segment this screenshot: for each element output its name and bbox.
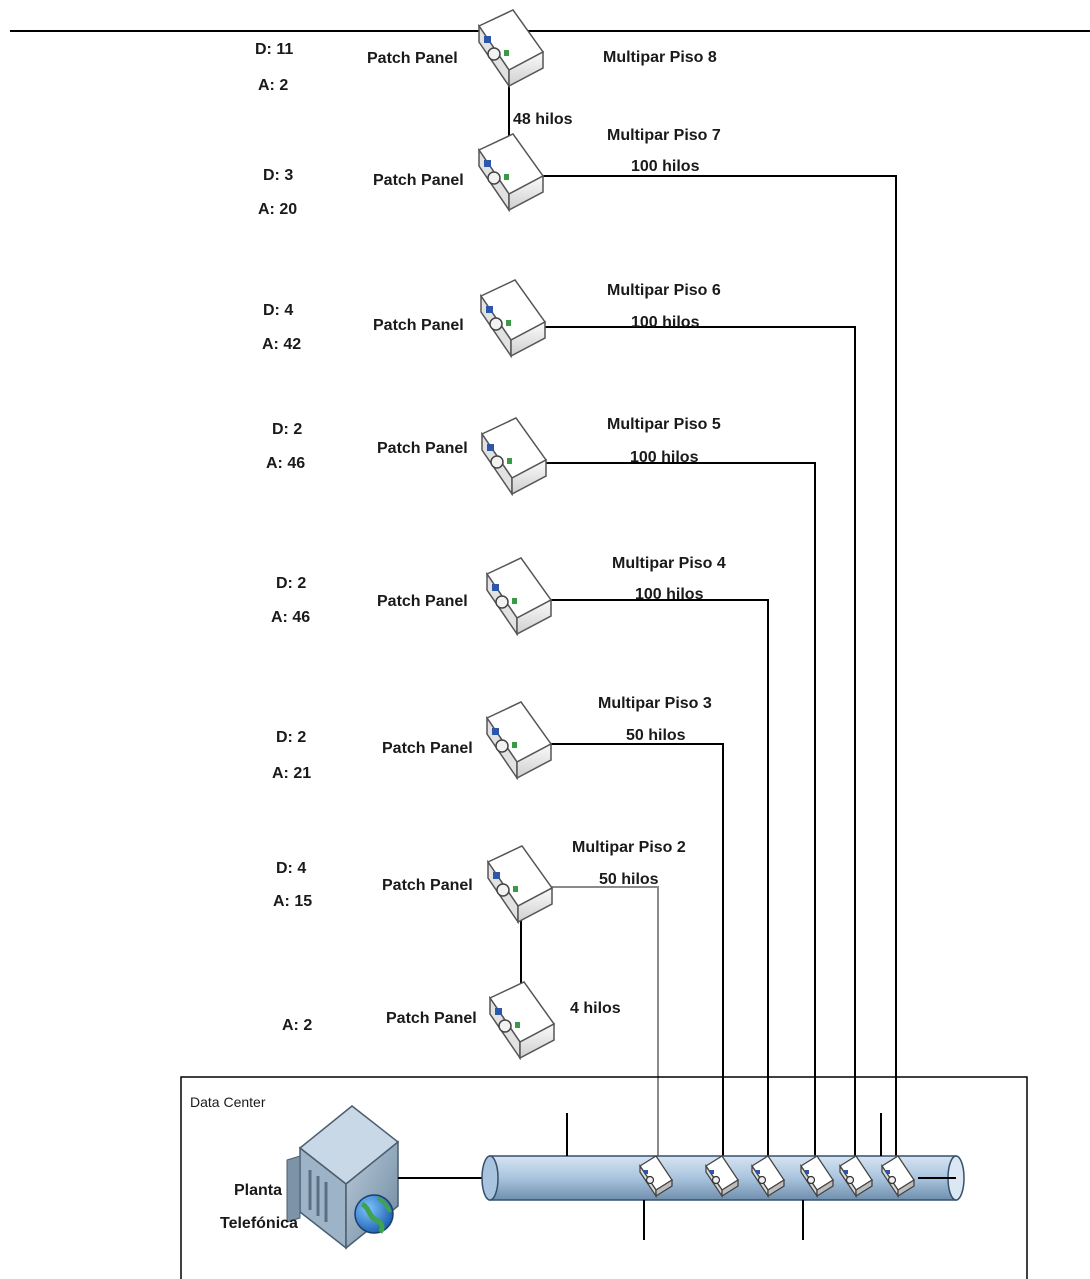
floor-3-data-points: D: 2 [276,729,306,746]
floor-7-hilos-label: 100 hilos [631,158,700,175]
floor-row-4: D: 2 A: 46 Patch Panel Multipar Piso 4 1… [271,555,726,635]
floor-row-8: D: 11 A: 2 Patch Panel Multipar Piso 8 4… [255,9,717,128]
floor-row-3: D: 2 A: 21 Patch Panel Multipar Piso 3 5… [272,695,712,782]
floor-6-patch-panel-label: Patch Panel [373,317,464,334]
floor-6-analog-points: A: 42 [262,336,301,353]
patch-panel-icon[interactable] [486,557,552,635]
globe-icon [354,1194,394,1234]
floor-4-analog-points: A: 46 [271,609,310,626]
wire-floor6-to-datacenter [513,326,856,1162]
floor-8-data-points: D: 11 [255,41,293,58]
patch-panel-icon[interactable] [481,417,547,495]
wire-floor7-to-datacenter [509,175,897,1162]
floor-5-patch-panel-label: Patch Panel [377,440,468,457]
floor-6-multipar-label: Multipar Piso 6 [607,282,721,299]
floor-1-analog-points: A: 2 [282,1017,312,1034]
floor-row-6: D: 4 A: 42 Patch Panel Multipar Piso 6 1… [262,279,721,357]
data-center-title: Data Center [190,1094,266,1110]
floor-4-hilos-label: 100 hilos [635,586,704,603]
wire-floor2-to-datacenter [520,886,659,1162]
patch-panel-icon[interactable] [489,981,555,1059]
floor-row-7: D: 3 A: 20 Patch Panel Multipar Piso 7 1… [258,127,721,218]
data-center: Data Center Planta Telefónica [180,1076,1028,1279]
patch-panel-icon[interactable] [486,701,552,779]
floor-6-hilos-label: 100 hilos [631,314,700,331]
floor-8-hilos-label: 48 hilos [513,111,573,128]
floor-1-hilos-label: 4 hilos [570,1000,621,1017]
wire-floor4-to-datacenter [520,599,769,1162]
floor-7-data-points: D: 3 [263,167,293,184]
floor-8-analog-points: A: 2 [258,77,288,94]
floor-5-data-points: D: 2 [272,421,302,438]
wire-floor3-to-datacenter [520,743,724,1162]
floor-3-hilos-label: 50 hilos [626,727,686,744]
floor-3-analog-points: A: 21 [272,765,311,782]
floor-7-patch-panel-label: Patch Panel [373,172,464,189]
floor-5-multipar-label: Multipar Piso 5 [607,416,721,433]
floor-1-patch-panel-label: Patch Panel [386,1010,477,1027]
floor-8-patch-panel-label: Patch Panel [367,50,458,67]
pbx-label-line1: Planta [234,1182,282,1199]
floor-4-data-points: D: 2 [276,575,306,592]
patch-panel-icon[interactable] [478,133,544,211]
floor-7-multipar-label: Multipar Piso 7 [607,127,721,144]
patch-panel-icon[interactable] [478,9,544,87]
floor-row-2: D: 4 A: 15 Patch Panel Multipar Piso 2 5… [273,839,686,923]
floor-5-analog-points: A: 46 [266,455,305,472]
floor-2-patch-panel-label: Patch Panel [382,877,473,894]
floor-3-multipar-label: Multipar Piso 3 [598,695,712,712]
wire-floor5-to-datacenter [516,462,816,1162]
riser-wires [508,55,897,1162]
pbx-label-line2: Telefónica [220,1215,298,1232]
floor-2-data-points: D: 4 [276,860,306,877]
floor-5-hilos-label: 100 hilos [630,449,699,466]
floor-2-multipar-label: Multipar Piso 2 [572,839,686,856]
floor-4-patch-panel-label: Patch Panel [377,593,468,610]
patch-panel-icon[interactable] [487,845,553,923]
floor-8-multipar-label: Multipar Piso 8 [603,49,717,66]
floor-2-hilos-label: 50 hilos [599,871,659,888]
patch-panel-icon[interactable] [480,279,546,357]
data-center-border [180,1076,1028,1279]
floor-4-multipar-label: Multipar Piso 4 [612,555,726,572]
floor-3-patch-panel-label: Patch Panel [382,740,473,757]
floor-row-1: A: 2 Patch Panel 4 hilos [282,981,621,1059]
floor-6-data-points: D: 4 [263,302,293,319]
floor-2-analog-points: A: 15 [273,893,312,910]
floor-row-5: D: 2 A: 46 Patch Panel Multipar Piso 5 1… [266,416,721,495]
floor-7-analog-points: A: 20 [258,201,297,218]
